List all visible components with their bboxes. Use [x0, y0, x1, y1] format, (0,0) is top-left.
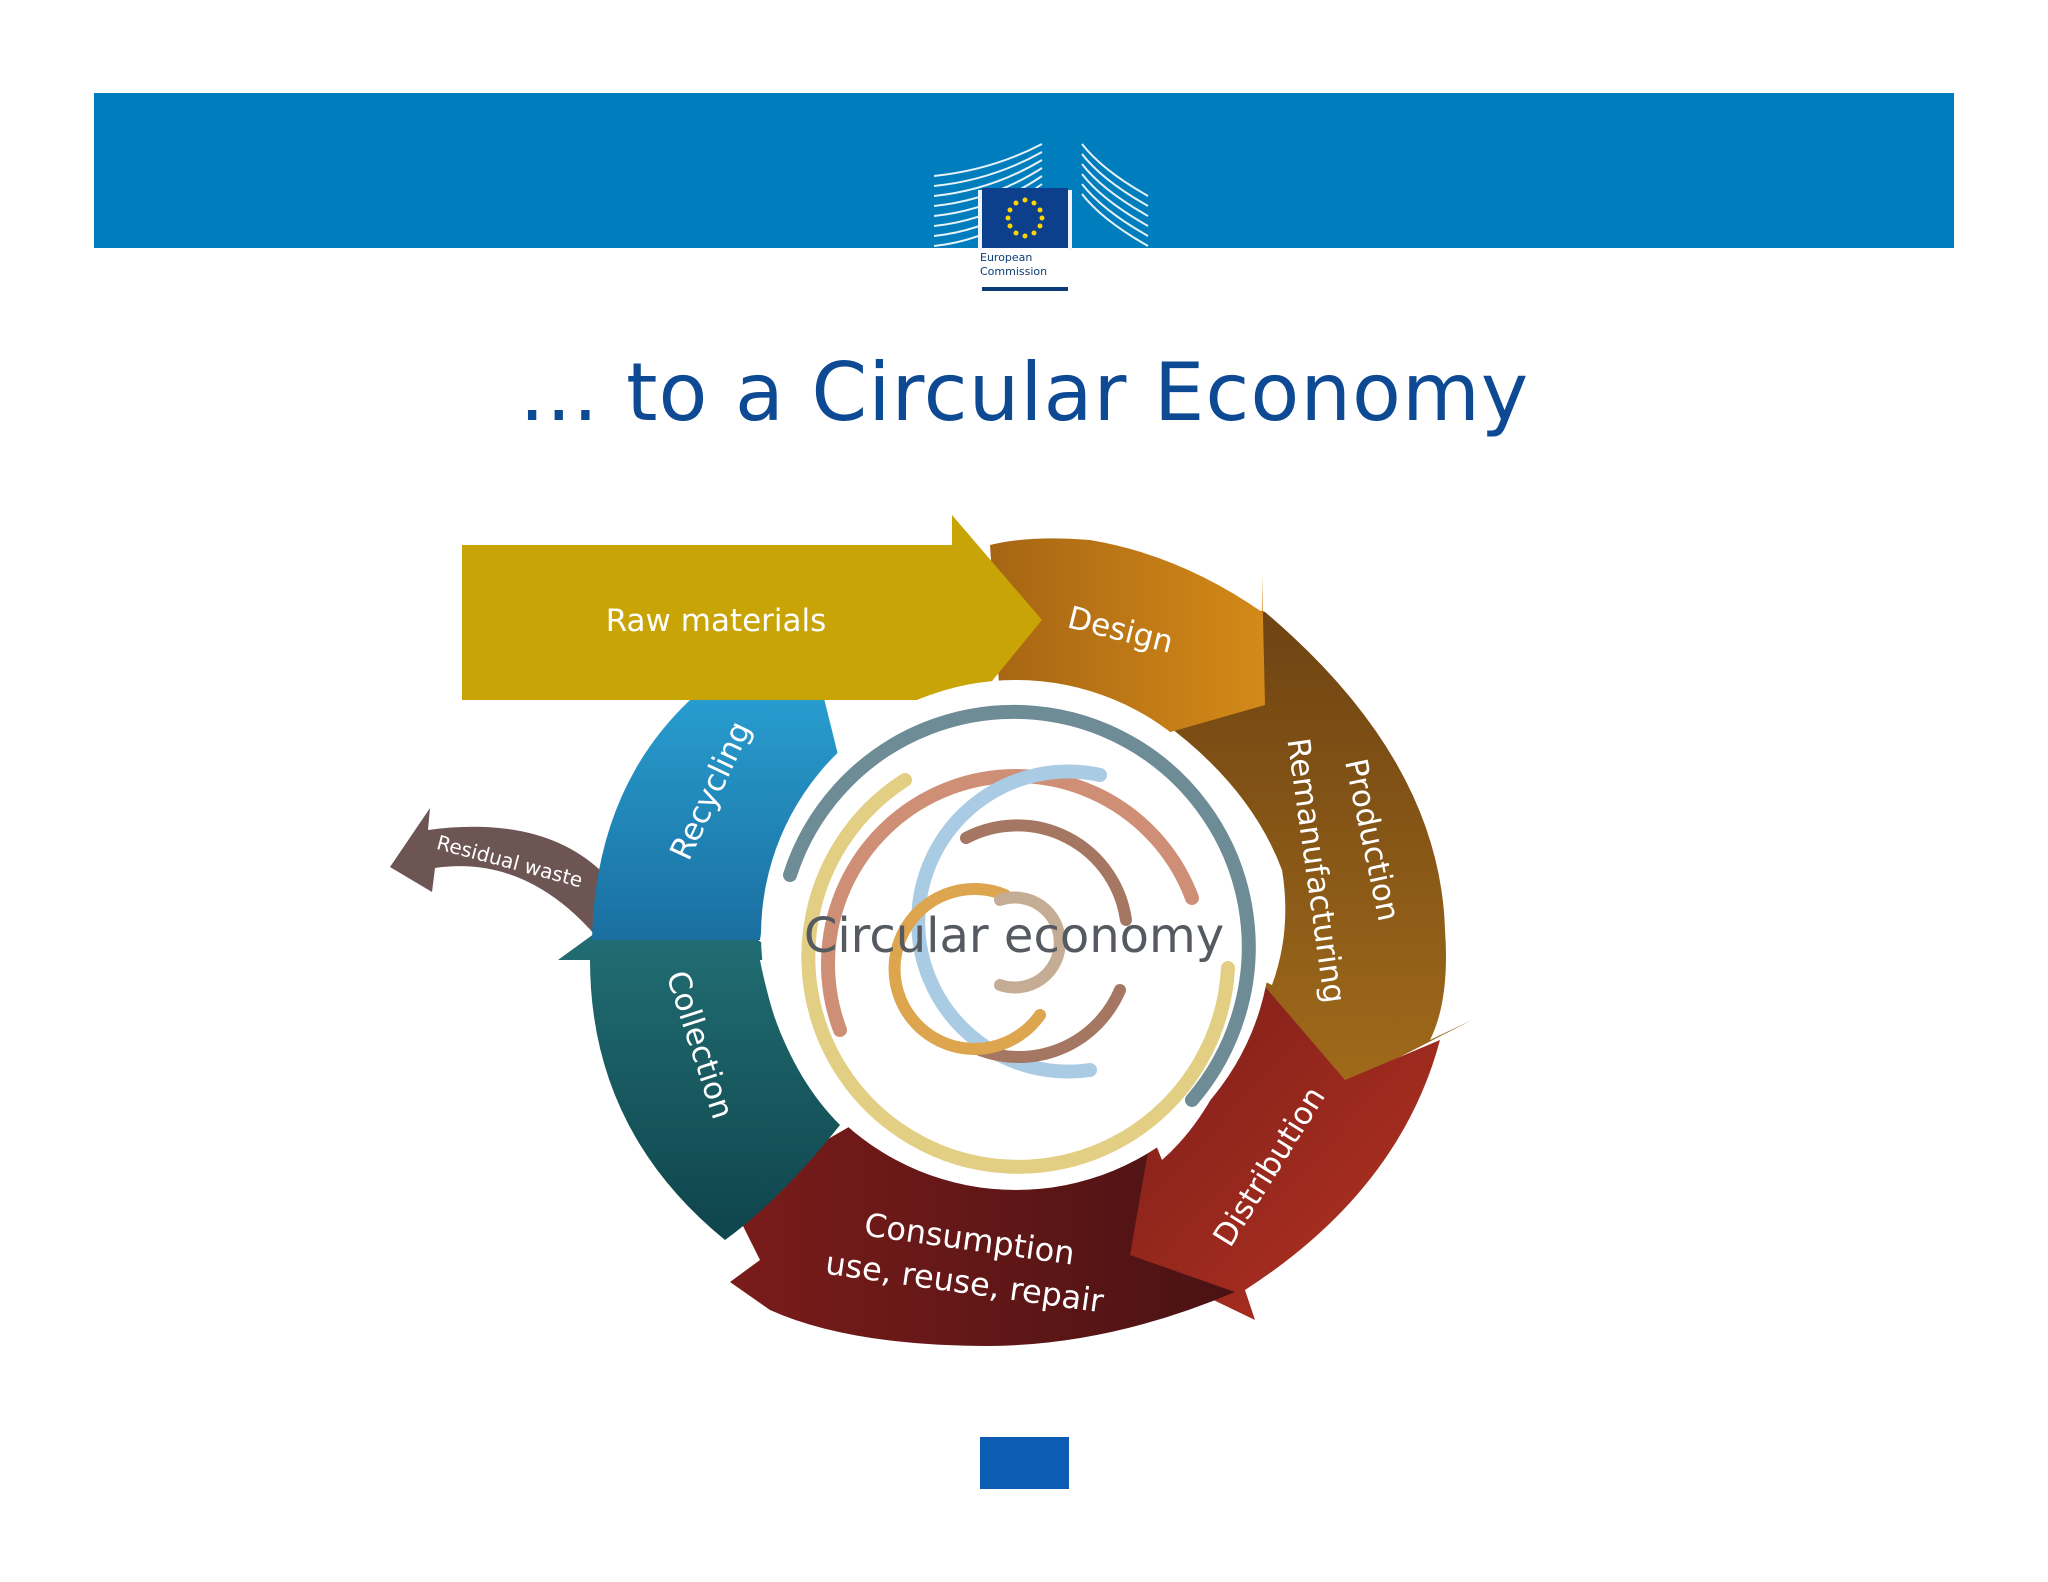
logo-wordmark: European Commission	[980, 251, 1070, 279]
consumption-segment	[730, 1115, 1235, 1346]
page-title: … to a Circular Economy	[518, 346, 1530, 439]
distribution-segment	[1120, 975, 1440, 1320]
inner-arc-salmon	[821, 769, 1199, 1037]
logo-line1: European	[980, 251, 1033, 264]
residual-waste-arrow	[390, 808, 600, 935]
production-segment	[1160, 610, 1472, 1085]
recycling-segment	[592, 662, 848, 940]
collection-segment	[558, 880, 840, 1240]
label-raw-materials: Raw materials	[606, 603, 827, 639]
inner-arc-grey	[783, 704, 1256, 1107]
inner-arc-brown	[960, 819, 1132, 926]
inner-arc-yellow	[801, 773, 1235, 1174]
inner-arc-orange	[888, 883, 1046, 1055]
inner-circular-arrows	[783, 704, 1256, 1174]
european-commission-logo	[933, 143, 1149, 291]
inner-circle	[761, 680, 1271, 1190]
inner-arc-tan	[994, 891, 1066, 994]
logo-line2: Commission	[980, 265, 1048, 278]
center-label: Circular economy	[804, 908, 1224, 964]
inner-arc-brown-lower	[974, 984, 1126, 1064]
raw-materials-arrow	[462, 515, 1042, 730]
footer-blue-block	[980, 1437, 1069, 1489]
